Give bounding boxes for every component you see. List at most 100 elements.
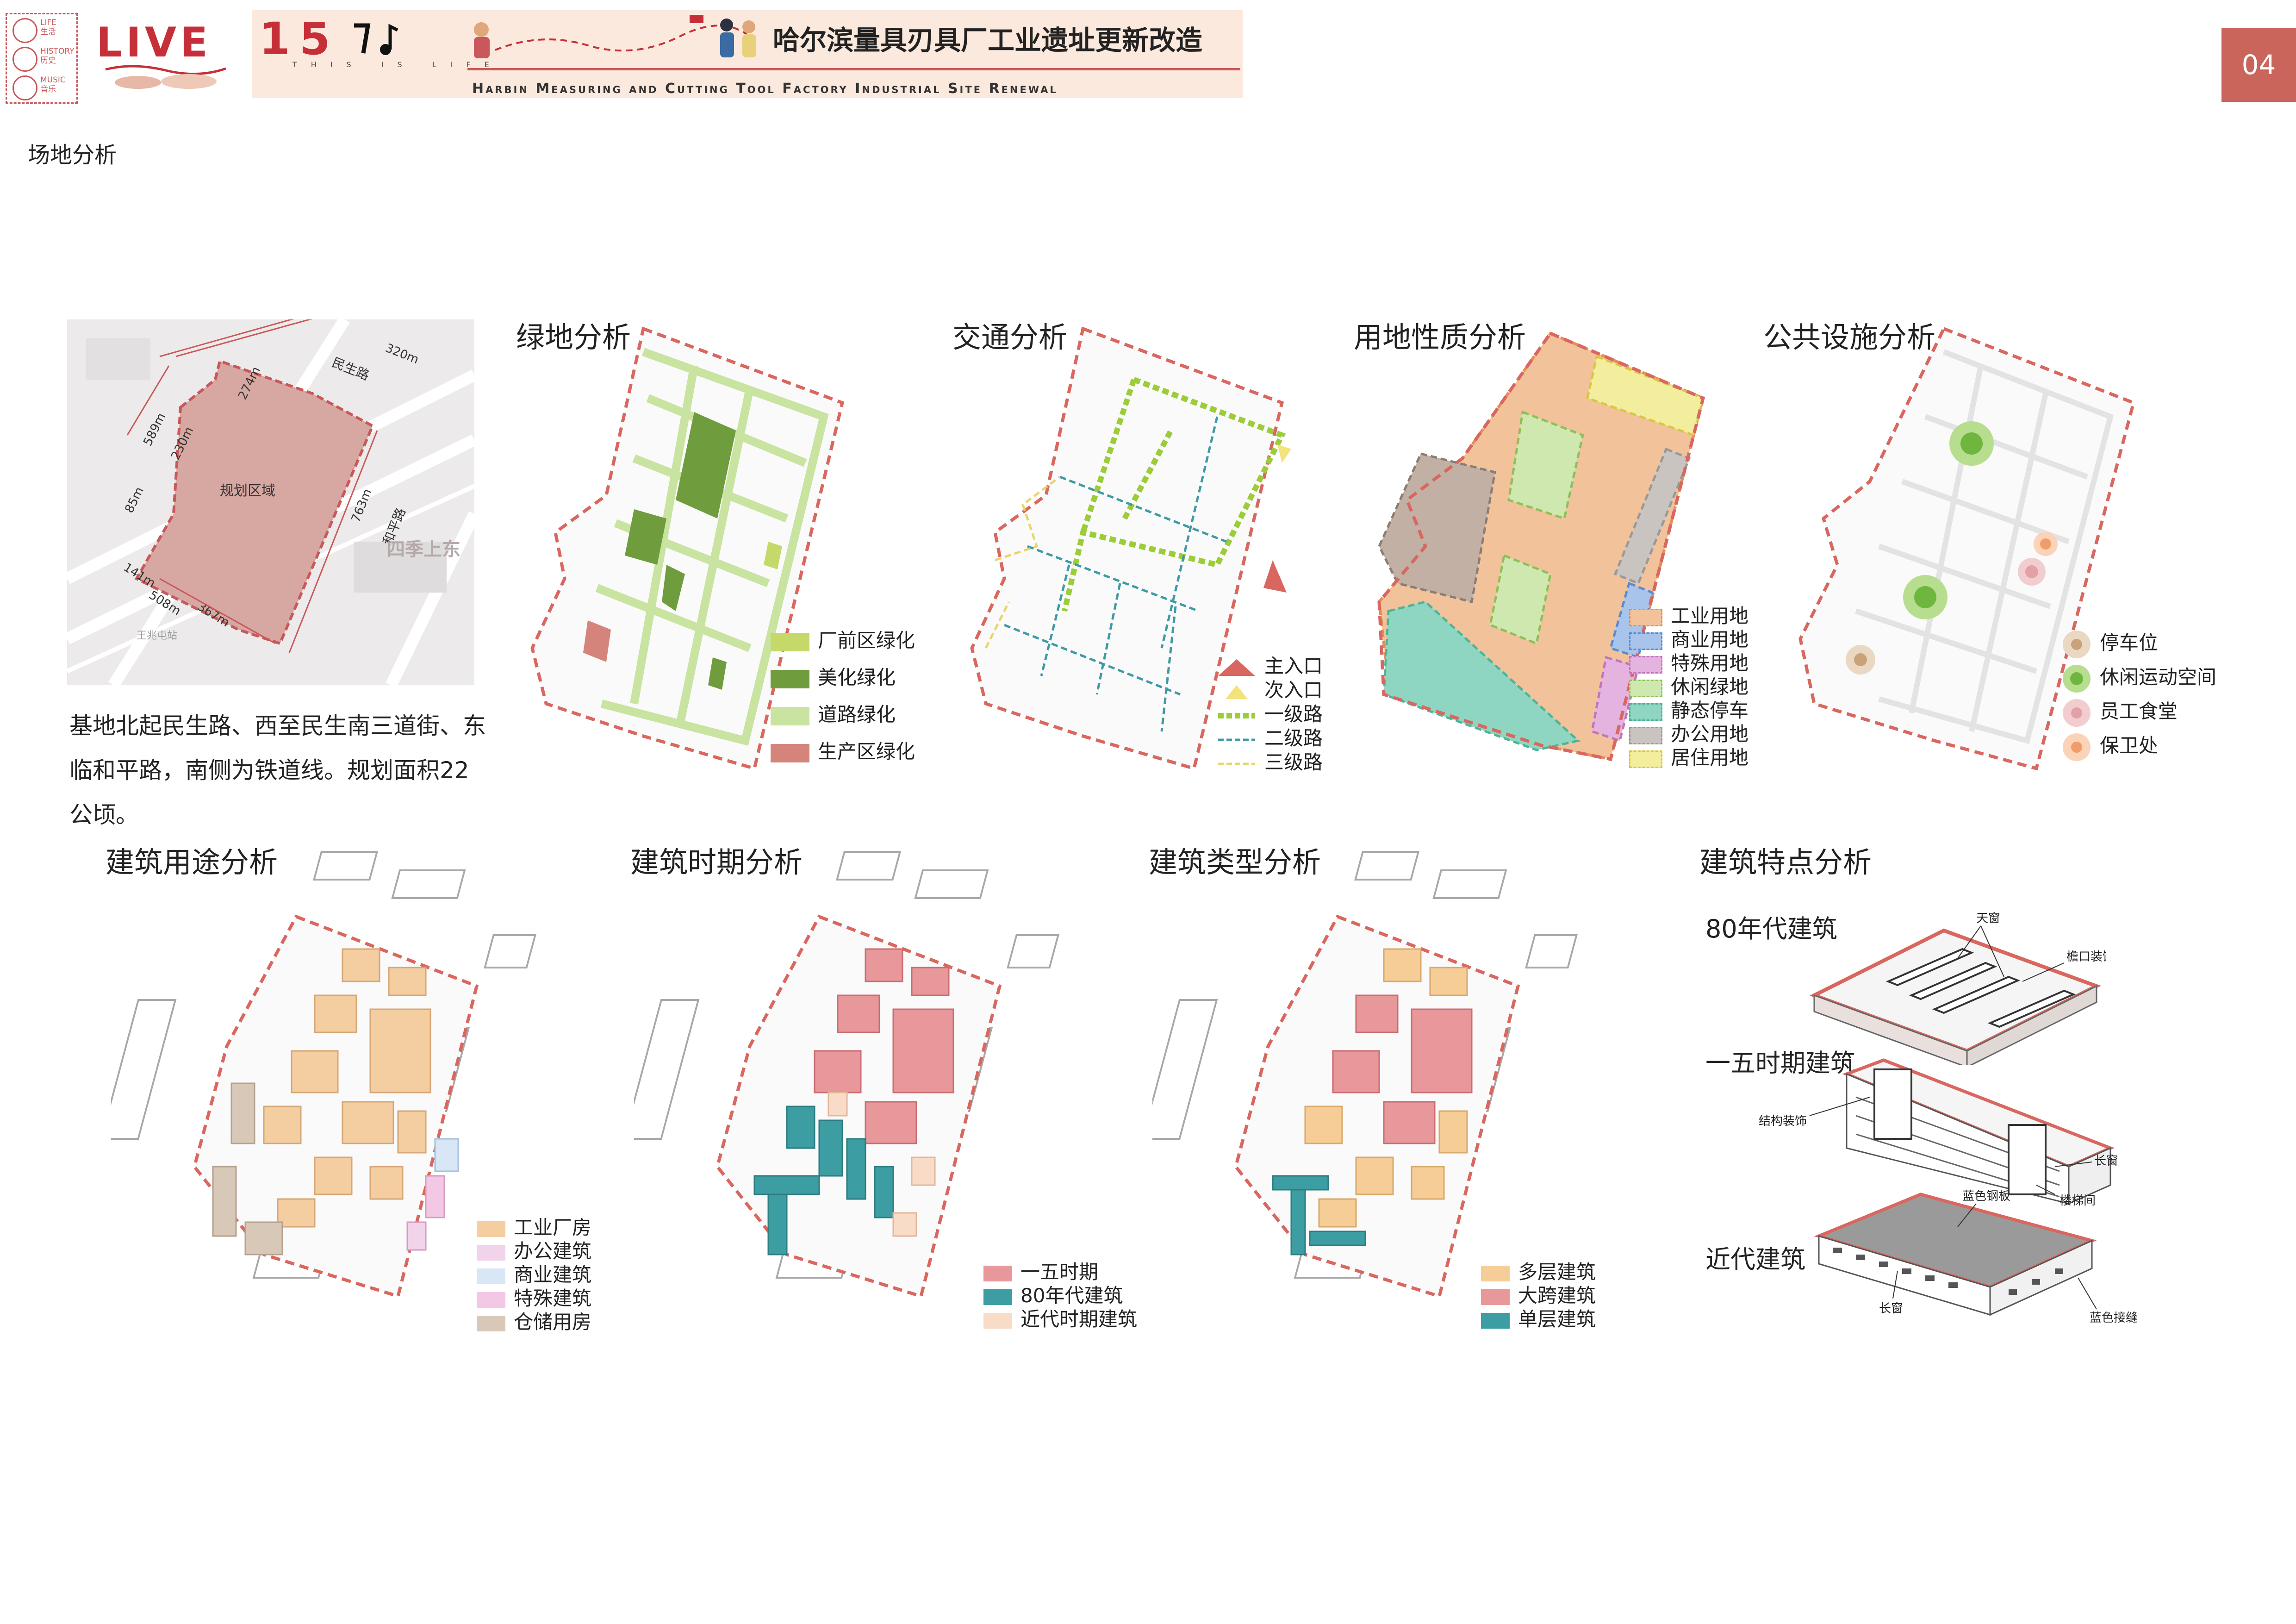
landuse-legend: 工业用地 商业用地 特殊用地 休闲绿地 静态停车 办公用地 居住用地 — [1629, 600, 1768, 776]
title-divider — [467, 68, 1240, 70]
green-legend: 厂前区绿化 美化绿化 道路绿化 生产区绿化 — [771, 625, 956, 773]
legend-swatch — [1218, 762, 1255, 765]
legend-label: 次入口 — [1264, 679, 1323, 701]
site-description: 基地北起民生路、西至民生南三道街、东临和平路，南侧为铁道线。规划面积22公顷。 — [69, 712, 486, 828]
feature-name: 一五时期建筑 — [1705, 1049, 1855, 1078]
panel-title-green: 绿地分析 — [516, 320, 631, 354]
side-label-life-cn: 生活 — [40, 27, 56, 37]
legend-swatch — [1218, 712, 1255, 718]
legend-swatch — [1629, 726, 1662, 744]
panel-title-use: 建筑用途分析 — [106, 845, 278, 879]
type-legend: 多层建筑 大跨建筑 单层建筑 — [1481, 1256, 1648, 1330]
legend-label: 美化绿化 — [818, 666, 896, 689]
legend-item: 休闲绿地 — [1629, 671, 1748, 700]
legend-item: 近代时期建筑 — [983, 1304, 1137, 1332]
building-type-axonometric — [1152, 851, 1578, 1299]
legend-item: 保卫处 — [2062, 730, 2158, 762]
legend-swatch — [771, 743, 809, 762]
legend-item: 二级路 — [1217, 723, 1323, 751]
annotation-long-window: 长窗 — [2094, 1154, 2118, 1168]
legend-item: 休闲运动空间 — [2062, 662, 2216, 693]
legend-swatch — [1629, 703, 1662, 721]
legend-swatch — [1629, 679, 1662, 697]
panel-title-traffic: 交通分析 — [952, 320, 1068, 354]
legend-item: 特殊建筑 — [477, 1283, 591, 1311]
section-title: 场地分析 — [28, 142, 117, 168]
legend-label: 静态停车 — [1671, 699, 1749, 722]
legend-label: 近代时期建筑 — [1020, 1308, 1138, 1330]
facility-legend: 停车位 休闲运动空间 员工食堂 保卫处 — [2062, 627, 2256, 771]
legend-label: 居住用地 — [1671, 746, 1749, 769]
legend-swatch — [983, 1312, 1012, 1329]
legend-item: 居住用地 — [1629, 742, 1748, 770]
legend-swatch — [1218, 738, 1255, 741]
legend-swatch — [983, 1265, 1012, 1281]
building-156-illustration: 结构装饰 长窗 楼梯间 — [1759, 1058, 2118, 1208]
building-modern-illustration: 蓝色钢板 长窗 蓝色接缝 — [1814, 1189, 2138, 1324]
legend-swatch — [1629, 750, 1662, 768]
legend-label: 大跨建筑 — [1518, 1284, 1596, 1307]
legend-item: 停车位 — [2062, 627, 2158, 659]
legend-label: 停车位 — [2100, 631, 2159, 654]
legend-item: 办公用地 — [1629, 718, 1748, 747]
legend-item: 主入口 — [1217, 650, 1323, 679]
legend-swatch — [1629, 632, 1662, 650]
period-legend: 一五时期 80年代建筑 近代时期建筑 — [983, 1256, 1169, 1330]
legend-item: 次入口 — [1217, 675, 1323, 703]
legend-swatch — [771, 706, 809, 725]
security-office-icon — [2063, 733, 2091, 761]
legend-item: 商业建筑 — [477, 1259, 591, 1287]
legend-label: 工业厂房 — [514, 1216, 592, 1239]
music-note-icon — [354, 23, 398, 55]
panel-title-facility: 公共设施分析 — [1763, 320, 1936, 354]
area-label: 规划区域 — [220, 483, 275, 499]
legend-swatch — [477, 1315, 505, 1331]
legend-label: 80年代建筑 — [1020, 1284, 1123, 1307]
legend-label: 道路绿化 — [818, 703, 896, 726]
legend-label: 多层建筑 — [1518, 1261, 1596, 1283]
legend-item: 办公建筑 — [477, 1236, 591, 1264]
legend-swatch — [771, 669, 809, 688]
legend-item: 道路绿化 — [771, 699, 896, 727]
legend-label: 二级路 — [1264, 727, 1323, 750]
legend-label: 休闲运动空间 — [2100, 666, 2217, 688]
annotation-stairwell: 楼梯间 — [2060, 1194, 2096, 1208]
building-period-axonometric — [634, 851, 1059, 1299]
sports-space-icon — [2063, 664, 2091, 693]
annotation-eave: 檐口装饰 — [2066, 950, 2106, 964]
legend-item: 厂前区绿化 — [771, 625, 915, 653]
legend-item: 特殊用地 — [1629, 648, 1748, 676]
landuse-analysis-map — [1377, 331, 1705, 762]
legend-label: 单层建筑 — [1518, 1308, 1596, 1330]
project-title-cn: 哈尔滨量具刃具厂工业遗址更新改造 — [773, 25, 1203, 56]
annotation-blue-seam: 蓝色接缝 — [2090, 1311, 2138, 1324]
canteen-icon — [2063, 699, 2091, 727]
annotation-skylight: 天窗 — [1976, 912, 2000, 925]
legend-item: 工业用地 — [1629, 600, 1748, 629]
legend-item: 商业用地 — [1629, 624, 1748, 652]
music-icon — [12, 75, 37, 100]
legend-label: 特殊用地 — [1671, 652, 1749, 675]
logo-illustration — [105, 65, 226, 89]
legend-item: 多层建筑 — [1481, 1256, 1596, 1285]
parking-icon — [2063, 630, 2091, 658]
secondary-entrance-icon — [1226, 685, 1248, 699]
legend-label: 休闲绿地 — [1671, 675, 1749, 698]
legend-swatch — [477, 1221, 505, 1237]
legend-label: 仓储用房 — [514, 1311, 592, 1333]
side-label-history-cn: 历史 — [40, 56, 56, 65]
legend-item: 80年代建筑 — [983, 1280, 1123, 1308]
page-number: 04 — [2221, 28, 2296, 102]
legend-swatch — [1629, 656, 1662, 674]
page-header: LIFE 生活 HISTORY 历史 MUSIC 音乐 LIVE 15 THIS… — [0, 0, 2296, 106]
site-location-map: 民生路 和平路 规划区域 四季上东 王兆屯站 320m 274m 589m 23… — [67, 319, 474, 685]
feature-name: 80年代建筑 — [1705, 914, 1837, 943]
side-label-music-cn: 音乐 — [40, 85, 56, 94]
project-title-en: Harbin Measuring and Cutting Tool Factor… — [472, 81, 1058, 97]
side-icon-strip: LIFE 生活 HISTORY 历史 MUSIC 音乐 — [6, 13, 78, 104]
legend-label: 工业用地 — [1671, 605, 1749, 627]
annotation-long-window: 长窗 — [1879, 1302, 1903, 1316]
legend-item: 一级路 — [1217, 699, 1323, 727]
annotation-blue-steel: 蓝色钢板 — [1962, 1189, 2010, 1203]
tagline: THIS IS LIFE — [292, 60, 503, 69]
